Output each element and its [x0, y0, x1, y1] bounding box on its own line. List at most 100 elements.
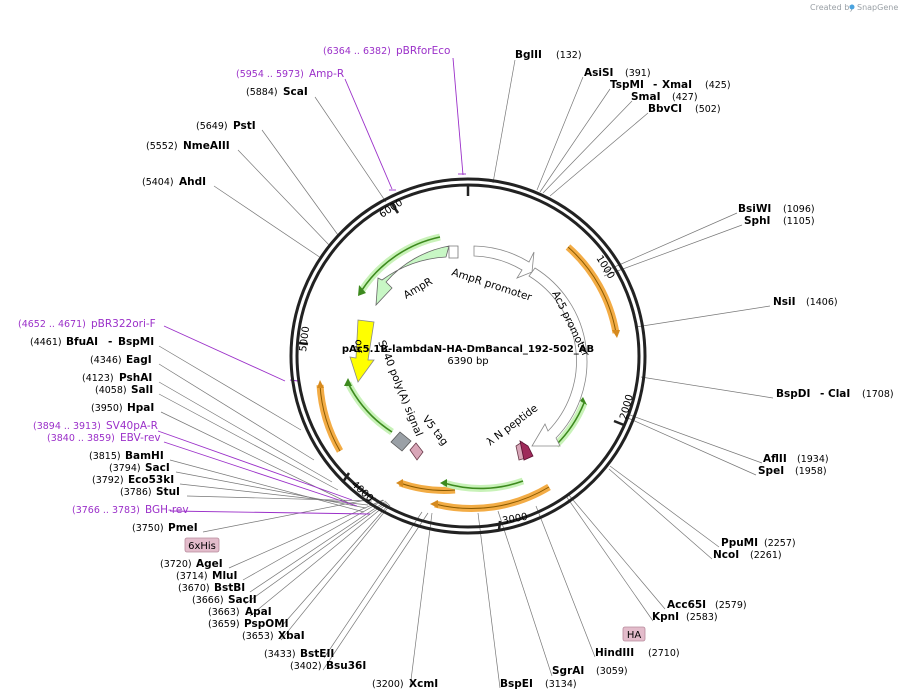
credit-prefix: Created by	[810, 3, 854, 12]
site-pos: (3659)	[208, 619, 240, 630]
site-name[interactable]: BbvCI	[648, 103, 682, 115]
lambda-n-arrow	[519, 440, 534, 461]
plasmid-name: pAc5.1B-lambdaN-HA-DmBancal_192-502_AB	[342, 344, 594, 355]
v5-tag-box	[409, 442, 424, 461]
site-pos: (2583)	[686, 612, 718, 623]
site-pos: (3200)	[372, 679, 404, 690]
site-pos: (4123)	[82, 373, 114, 384]
site-pos: (2257)	[764, 538, 796, 549]
tick-5000: 5000	[298, 326, 312, 353]
site-pos: (3666)	[192, 595, 224, 606]
site-name[interactable]: SacI	[145, 462, 170, 474]
site-pos: (4058)	[95, 385, 127, 396]
site-pos: (502)	[695, 104, 721, 115]
tick-3000: 3000	[502, 512, 529, 527]
site-name-2[interactable]: ClaI	[828, 388, 850, 400]
site-name[interactable]: EagI	[126, 354, 152, 366]
site-name[interactable]: Acc65I	[667, 599, 706, 611]
site-pos: (3794)	[109, 463, 141, 474]
site-name[interactable]: PspOMI	[244, 618, 289, 630]
site-pos: (2710)	[648, 648, 680, 659]
primer-name[interactable]: BGH-rev	[145, 504, 189, 516]
site-pos: (3402)	[290, 661, 322, 672]
site-name[interactable]: AsiSI	[584, 67, 613, 79]
site-pos: (5884)	[246, 87, 278, 98]
site-name[interactable]: ApaI	[245, 606, 272, 618]
site-name[interactable]: NsiI	[773, 296, 796, 308]
site-pos: (1708)	[862, 389, 894, 400]
site-pos: (132)	[556, 50, 582, 61]
site-pos: (427)	[672, 92, 698, 103]
ampr-arrow	[375, 245, 450, 307]
site-name[interactable]: SgrAI	[552, 665, 584, 677]
primer-name[interactable]: pBRforEco	[396, 45, 450, 57]
primer-name[interactable]: EBV-rev	[120, 432, 161, 444]
site-name[interactable]: XcmI	[409, 678, 438, 690]
site-pos: (4461)	[30, 337, 62, 348]
site-name[interactable]: HpaI	[127, 402, 154, 414]
site-sep: -	[108, 336, 112, 348]
ampr-promoter-arrow	[473, 245, 535, 279]
site-name[interactable]: PmeI	[168, 522, 198, 534]
site-name[interactable]: TspMI	[610, 79, 644, 91]
sv40-box	[390, 431, 412, 452]
site-pos: (3792)	[92, 475, 124, 486]
site-name[interactable]: AgeI	[196, 558, 223, 570]
site-name[interactable]: NmeAIII	[183, 140, 230, 152]
site-pos: (3815)	[89, 451, 121, 462]
ha-tag-box[interactable]	[622, 626, 646, 642]
ac5-promoter-arrow	[528, 267, 588, 447]
site-leader-lines	[158, 59, 774, 689]
site-pos: (3663)	[208, 607, 240, 618]
site-name[interactable]: StuI	[156, 486, 180, 498]
site-name[interactable]: SmaI	[631, 91, 661, 103]
site-name[interactable]: BfuAI	[66, 336, 98, 348]
site-name[interactable]: BglII	[515, 49, 542, 61]
site-name[interactable]: BspEI	[500, 678, 533, 690]
ori-arrow	[349, 319, 375, 383]
site-name-2[interactable]: XmaI	[662, 79, 692, 91]
site-name[interactable]: HindIII	[595, 647, 634, 659]
backbone-outer	[289, 177, 647, 535]
site-name[interactable]: AflII	[763, 453, 787, 465]
site-name[interactable]: BsiWI	[738, 203, 771, 215]
site-name[interactable]: Bsu36I	[326, 660, 366, 672]
site-name[interactable]: SacII	[228, 594, 257, 606]
site-pos: (5404)	[142, 177, 174, 188]
site-pos: (3670)	[178, 583, 210, 594]
site-name[interactable]: XbaI	[278, 630, 305, 642]
site-name[interactable]: PpuMI	[721, 537, 758, 549]
site-name[interactable]: ScaI	[283, 86, 308, 98]
primer-pos: (5954 .. 5973)	[236, 69, 304, 80]
site-pos: (4346)	[90, 355, 122, 366]
site-name[interactable]: PshAI	[119, 372, 152, 384]
primer-pos: (6364 .. 6382)	[323, 46, 391, 57]
site-name-2[interactable]: BspMI	[118, 336, 154, 348]
ha-tag-label: HA	[627, 630, 642, 641]
site-name[interactable]: SpeI	[758, 465, 784, 477]
site-name[interactable]: KpnI	[652, 611, 679, 623]
site-name[interactable]: SalI	[131, 384, 153, 396]
primer-pos: (4652 .. 4671)	[18, 319, 86, 330]
site-name[interactable]: BamHI	[125, 450, 164, 462]
site-name[interactable]: AhdI	[179, 176, 206, 188]
site-name[interactable]: Eco53kI	[128, 474, 174, 486]
site-name[interactable]: BstEII	[300, 648, 334, 660]
primer-name[interactable]: SV40pA-R	[106, 420, 158, 432]
primer-name[interactable]: pBR322ori-F	[91, 318, 156, 330]
orf-arc-outlines	[319, 246, 617, 510]
ori-label: ori	[351, 339, 365, 354]
site-name[interactable]: PstI	[233, 120, 256, 132]
primer-pos: (3840 .. 3859)	[47, 433, 115, 444]
primer-name[interactable]: Amp-R	[309, 68, 344, 80]
primer-pos: (3894 .. 3913)	[33, 421, 101, 432]
site-pos: (3059)	[596, 666, 628, 677]
site-name[interactable]: BspDI	[776, 388, 810, 400]
site-name[interactable]: MluI	[212, 570, 237, 582]
site-name[interactable]: SphI	[744, 215, 770, 227]
site-name[interactable]: BstBI	[214, 582, 245, 594]
site-pos: (3950)	[91, 403, 123, 414]
his-tag-box[interactable]	[184, 537, 220, 553]
site-name[interactable]: NcoI	[713, 549, 739, 561]
